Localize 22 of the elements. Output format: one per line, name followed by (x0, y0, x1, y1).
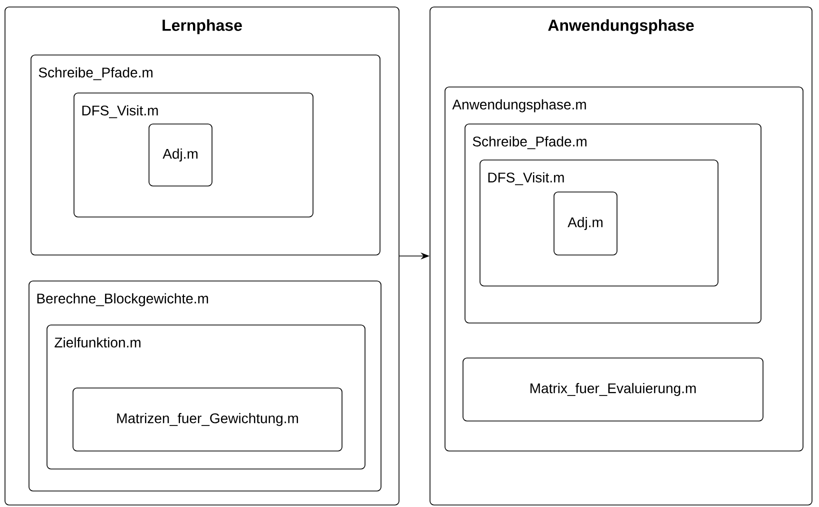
phase-box (4, 6, 400, 506)
phase-box (430, 6, 812, 506)
module-label: Anwendungsphase.m (452, 99, 586, 112)
module-box (444, 86, 804, 452)
module-box (46, 324, 366, 470)
module-box: Adj.m (554, 192, 618, 256)
module-box: Matrizen_fuer_Gewichtung.m (72, 388, 342, 452)
module-label: Zielfunktion.m (54, 337, 140, 348)
module-box (30, 54, 380, 256)
module-label: DFS_Visit.m (82, 105, 158, 118)
phase-title: Anwendungsphase (548, 19, 694, 34)
module-box (74, 92, 314, 218)
phase-title: Lernphase (162, 19, 242, 34)
module-box: Matrix_fuer_Evaluierung.m (462, 358, 764, 422)
module-box (28, 280, 382, 492)
module-box: Adj.m (148, 124, 212, 186)
module-label: Schreibe_Pfade.m (472, 136, 586, 150)
module-box (464, 124, 762, 324)
module-box (480, 160, 718, 286)
module-label: Schreibe_Pfade.m (38, 67, 152, 80)
module-label: Berechne_Blockgewichte.m (37, 293, 208, 306)
module-label: DFS_Visit.m (488, 172, 564, 186)
